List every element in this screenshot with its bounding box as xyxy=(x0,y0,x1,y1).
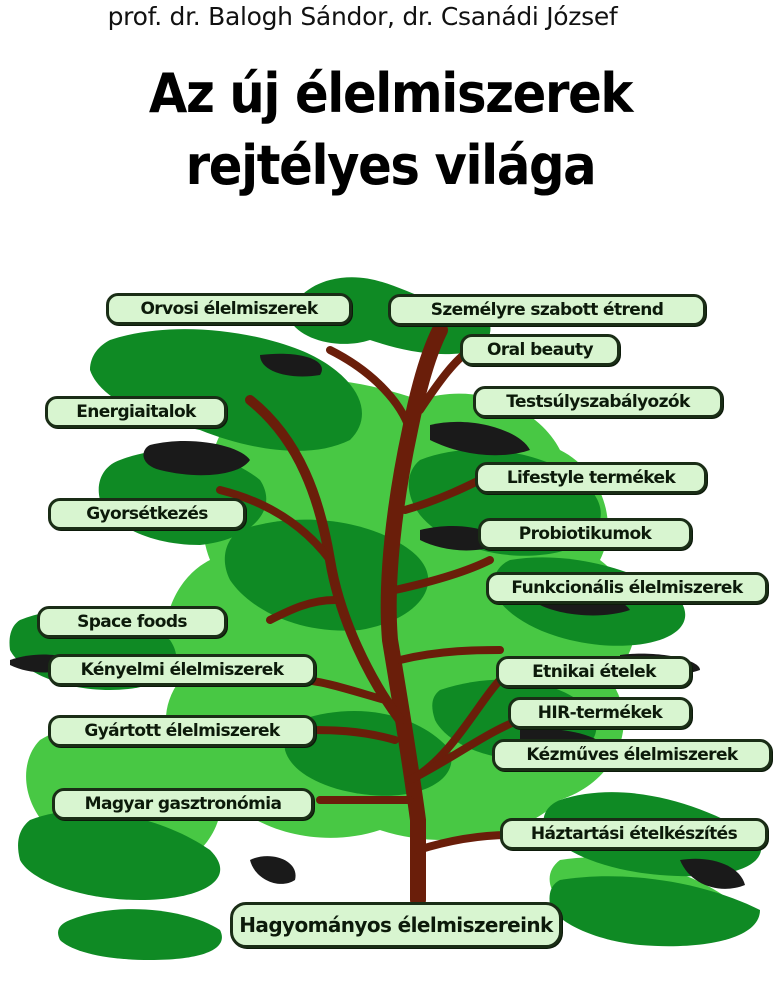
label-probiotikumok: Probiotikumok xyxy=(478,518,692,550)
label-kenyelmi-elelmiszerek: Kényelmi élelmiszerek xyxy=(48,654,316,686)
title-line-1: Az új élelmiszerek xyxy=(148,62,634,125)
label-gyorsetkezes: Gyorsétkezés xyxy=(48,498,246,530)
label-oral-beauty: Oral beauty xyxy=(460,334,620,366)
label-orvosi-elelmiszerek: Orvosi élelmiszerek xyxy=(106,293,352,325)
food-tree-illustration: Orvosi élelmiszerek Energiaitalok Gyorsé… xyxy=(0,260,781,1000)
label-hir-termekek: HIR-termékek xyxy=(508,697,692,729)
label-energiaitalok: Energiaitalok xyxy=(45,396,227,428)
label-space-foods: Space foods xyxy=(37,606,227,638)
book-title: Az új élelmiszerek rejtélyes világa xyxy=(31,58,750,202)
label-lifestyle-termekek: Lifestyle termékek xyxy=(475,462,707,494)
label-szemelyre-szabott-etrend: Személyre szabott étrend xyxy=(388,294,706,326)
title-line-2: rejtélyes világa xyxy=(185,134,597,197)
label-haztartasi-etelkeszites: Háztartási ételkészítés xyxy=(500,818,768,850)
label-magyar-gasztronomia: Magyar gasztronómia xyxy=(52,788,314,820)
label-etnikai-etelek: Etnikai ételek xyxy=(496,656,692,688)
label-hagyomanyos-elelmiszereink: Hagyományos élelmiszereink xyxy=(230,902,562,948)
label-testsulyszabalyozok: Testsúlyszabályozók xyxy=(473,386,723,418)
authors-line: prof. dr. Balogh Sándor, dr. Csanádi Józ… xyxy=(107,2,618,31)
label-gyartott-elelmiszerek: Gyártott élelmiszerek xyxy=(48,715,316,747)
label-kezmuves-elelmiszerek: Kézműves élelmiszerek xyxy=(492,739,772,771)
label-funkcionalis-elelmiszerek: Funkcionális élelmiszerek xyxy=(486,572,768,604)
